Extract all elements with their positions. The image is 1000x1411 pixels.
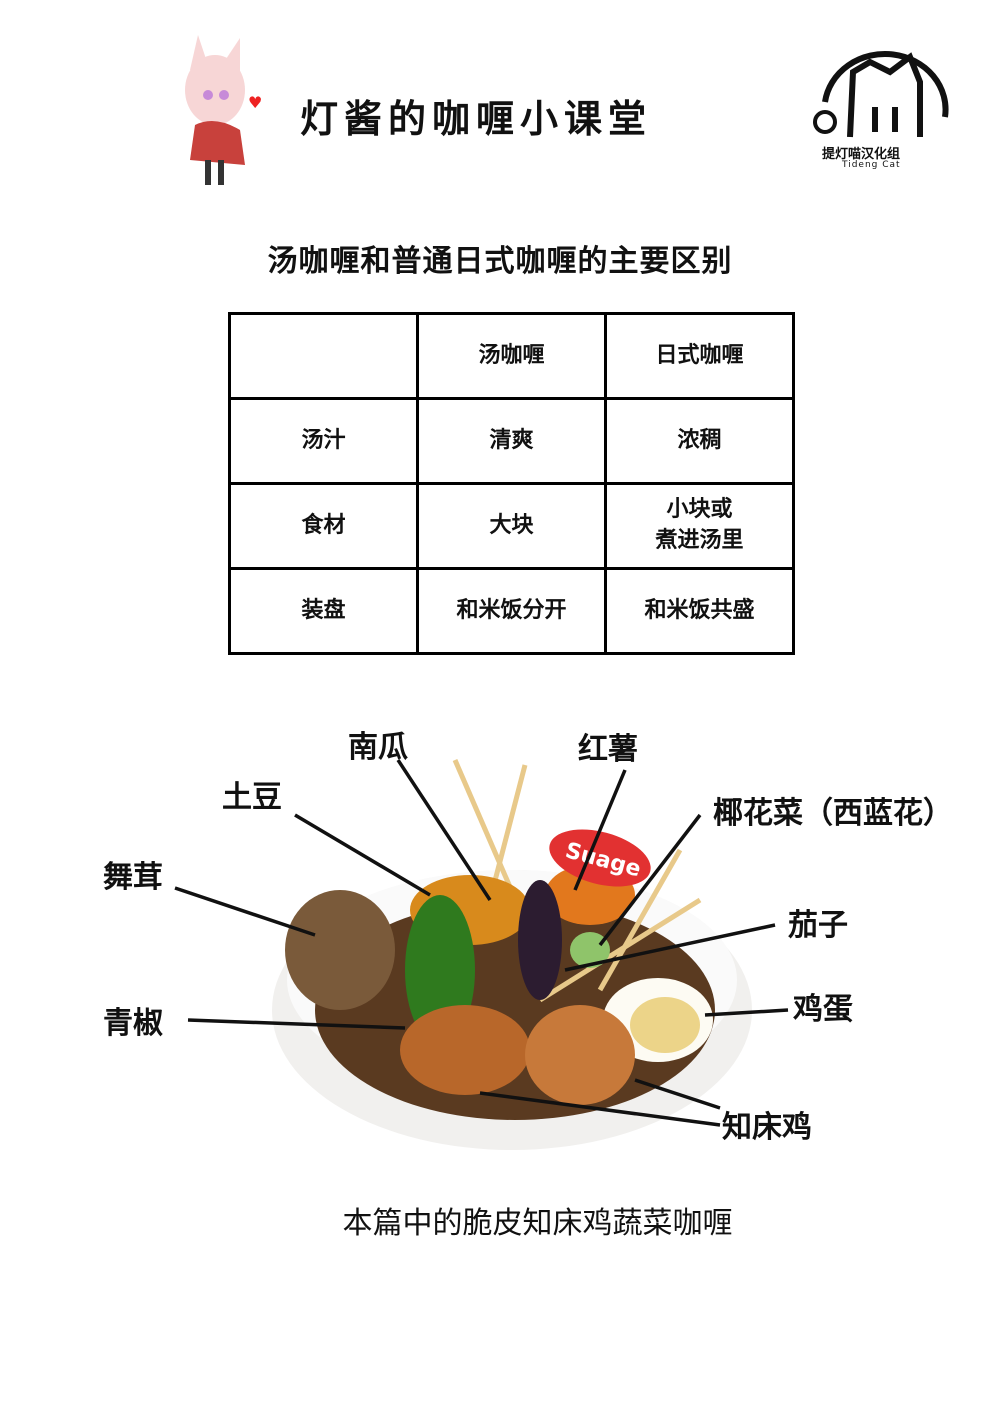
table-cell: 装盘 (228, 567, 419, 655)
label-pepper: 青椒 (103, 1006, 163, 1041)
table-cell (228, 312, 419, 400)
label-pumpkin: 南瓜 (348, 730, 408, 765)
label-egg: 鸡蛋 (793, 992, 853, 1027)
table-row: 汤汁 清爽 浓稠 (228, 397, 795, 485)
table-cell: 和米饭分开 (416, 567, 607, 655)
photo-caption: 本篇中的脆皮知床鸡蔬菜咖喱 (342, 1206, 733, 1241)
leader-lines (174, 759, 789, 1127)
logo-icon (813, 51, 949, 138)
header-title: 灯酱的咖喱小课堂 (300, 97, 653, 141)
label-eggplant: 茄子 (788, 908, 848, 943)
logo-subtitle: Tideng Cat (842, 160, 901, 170)
table-cell: 小块或 煮进汤里 (604, 482, 795, 570)
comparison-table: 汤咖喱 日式咖喱 汤汁 清爽 浓稠 食材 大块 小块或 煮进汤里 装盘 和米饭分… (228, 312, 795, 655)
table-cell: 和米饭共盛 (604, 567, 795, 655)
table-cell: 日式咖喱 (604, 312, 795, 400)
mascot-illustration: ♥ (185, 35, 262, 185)
table-cell: 浓稠 (604, 397, 795, 485)
label-potato: 土豆 (222, 780, 282, 815)
svg-text:♥: ♥ (248, 93, 262, 112)
table-cell: 汤咖喱 (416, 312, 607, 400)
table-cell: 清爽 (416, 397, 607, 485)
comparison-title: 汤咖喱和普通日式咖喱的主要区别 (267, 244, 733, 279)
curry-bowl-photo: Suage (174, 759, 789, 1150)
table-cell: 食材 (228, 482, 419, 570)
label-sweet-potato: 红薯 (578, 732, 638, 767)
table-cell: 汤汁 (228, 397, 419, 485)
table-header-row: 汤咖喱 日式咖喱 (228, 312, 795, 400)
logo-name: 提灯喵汉化组 (822, 147, 901, 162)
table-cell: 大块 (416, 482, 607, 570)
label-broccoli: 椰花菜（西蓝花） (713, 796, 953, 831)
label-chicken: 知床鸡 (722, 1110, 812, 1145)
table-row: 装盘 和米饭分开 和米饭共盛 (228, 567, 795, 655)
table-row: 食材 大块 小块或 煮进汤里 (228, 482, 795, 570)
label-maitake: 舞茸 (103, 860, 163, 895)
